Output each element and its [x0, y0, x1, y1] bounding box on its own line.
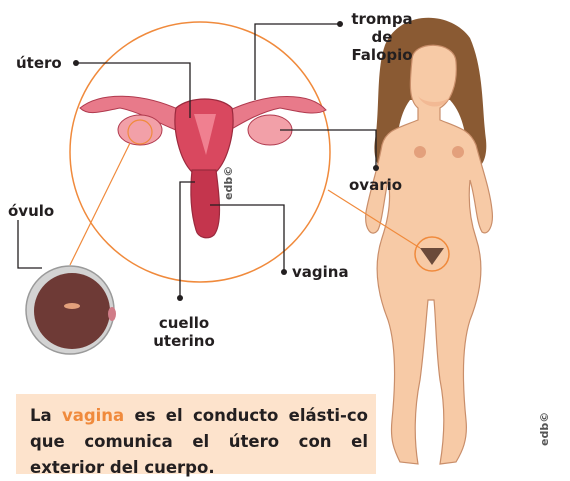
- leader-lines: [17, 23, 377, 298]
- ovum-ring: [127, 119, 153, 145]
- label-trompa: trompa de Falopio: [346, 10, 418, 64]
- label-trompa-line3: Falopio: [351, 46, 413, 64]
- uterus-diagram: [79, 95, 327, 239]
- caption-text: La vagina es el conducto elásti-co que c…: [30, 403, 368, 481]
- label-cuello-line2: uterino: [153, 332, 215, 350]
- pubic-area: [420, 248, 444, 265]
- ovum-polar-body: [108, 307, 116, 321]
- caption-box: [16, 394, 376, 474]
- leader-dots: [73, 21, 379, 301]
- nipple-right: [452, 146, 464, 158]
- watermark-uterus: edb©: [222, 165, 235, 200]
- uterus-cavity: [194, 114, 216, 155]
- watermark-figure: edb©: [538, 411, 551, 446]
- label-trompa-line1: trompa: [351, 10, 413, 28]
- zoom-ring: [414, 236, 450, 272]
- vagina-canal: [190, 169, 221, 239]
- zoom-connector: [327, 189, 421, 249]
- label-vagina: vagina: [292, 263, 349, 281]
- caption-pre: La: [30, 406, 62, 425]
- label-cuello: cuello uterino: [150, 314, 218, 350]
- label-ovulo: óvulo: [8, 202, 55, 220]
- label-cuello-line1: cuello: [158, 314, 210, 332]
- caption-rest: es el conducto elásti-co que comunica el…: [30, 406, 368, 477]
- label-trompa-line2: de: [371, 28, 393, 46]
- female-figure: [365, 17, 493, 465]
- ovum-connector: [69, 142, 131, 266]
- ovum-nucleus: [64, 303, 80, 309]
- label-utero: útero: [16, 54, 62, 72]
- nipple-left: [414, 146, 426, 158]
- label-ovario: ovario: [349, 176, 403, 194]
- ovum-core: [34, 273, 110, 349]
- face-shade: [418, 96, 450, 107]
- caption-highlight: vagina: [61, 406, 125, 425]
